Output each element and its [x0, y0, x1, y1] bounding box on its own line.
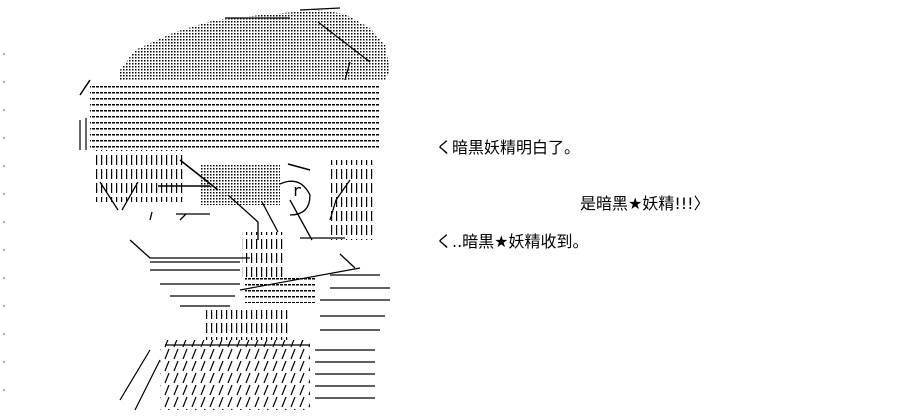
face-left	[95, 150, 185, 202]
neck	[205, 310, 290, 340]
hair-bangs	[90, 82, 380, 150]
left-margin-dots	[0, 40, 8, 400]
ascii-art-character: r	[79, 7, 390, 411]
face-right	[330, 160, 375, 240]
dialogue-line-3: く..暗黒★妖精收到。	[436, 232, 589, 251]
hand	[242, 232, 286, 280]
face-center	[200, 165, 280, 205]
svg-text:r: r	[292, 181, 302, 200]
dialogue-line-2: 是暗黑★妖精!!!〉	[580, 194, 710, 213]
dialogue-line-1: く暗黒妖精明白了。	[436, 138, 581, 157]
hair-top	[120, 10, 390, 80]
clothing	[160, 340, 310, 410]
chin	[245, 275, 315, 303]
